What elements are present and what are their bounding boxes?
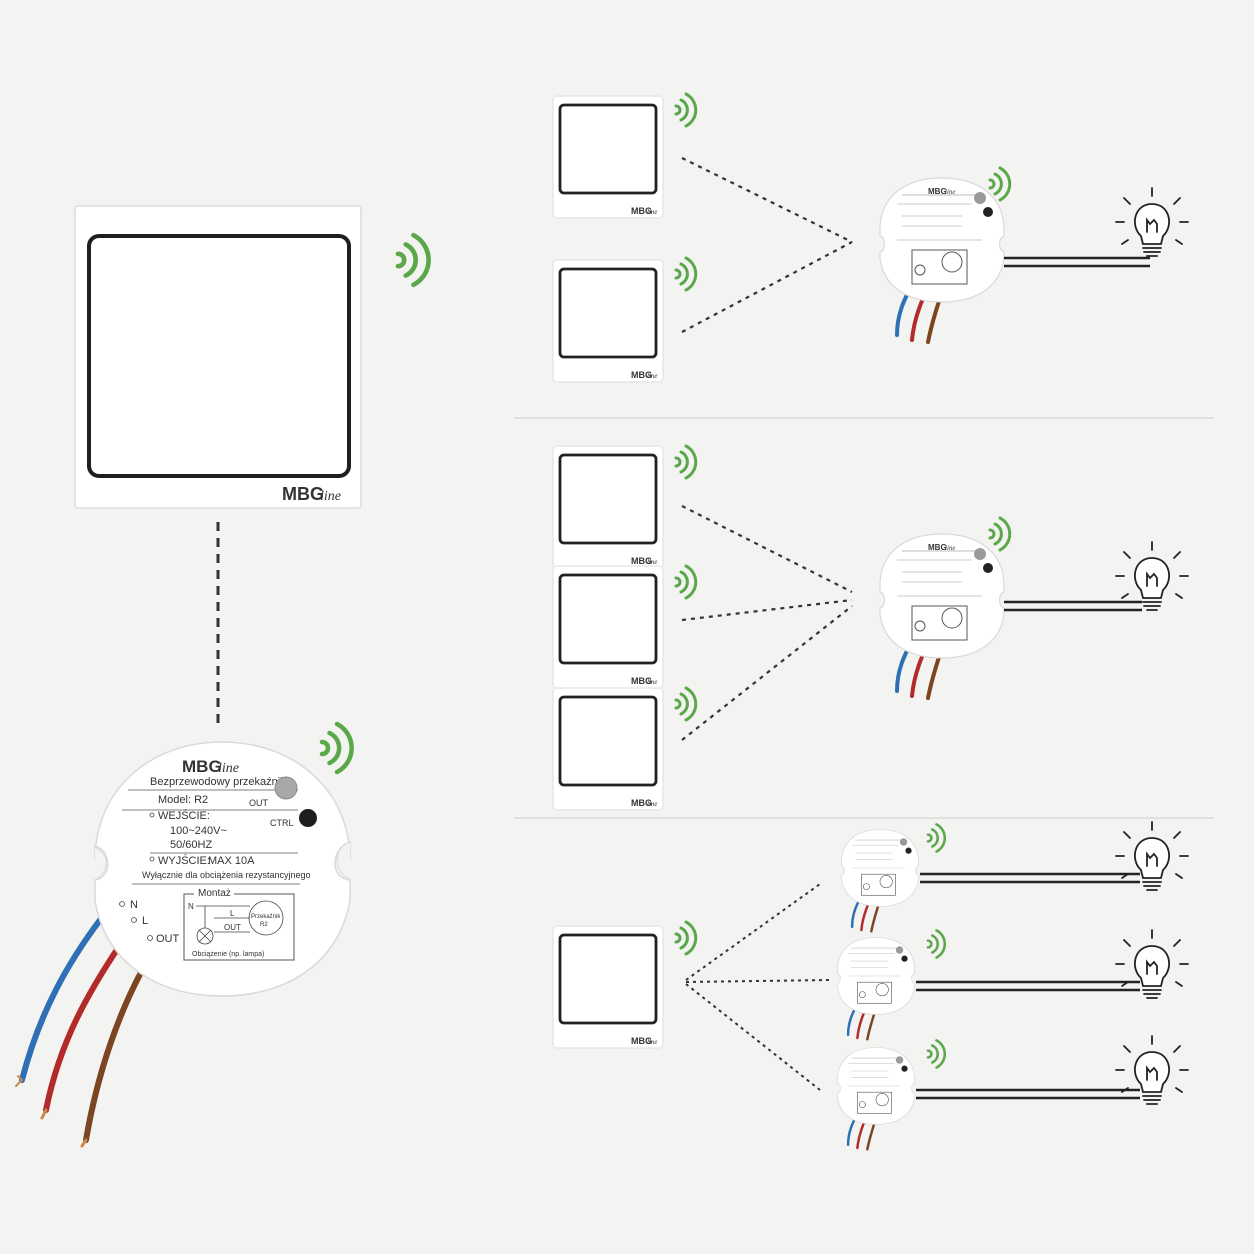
lightbulb-icon [1115, 1035, 1189, 1105]
svg-text:Montaż: Montaż [198, 888, 231, 899]
svg-text:MBG: MBG [631, 370, 652, 380]
wall-switch: MBG line [551, 94, 665, 220]
wall-switch: MBG line [551, 686, 665, 812]
svg-text:MBG: MBG [631, 1036, 652, 1046]
svg-text:line: line [647, 372, 658, 380]
wall-switch: MBG line [551, 924, 665, 1050]
svg-text:line: line [647, 558, 658, 566]
ctrl-label: CTRL [270, 818, 294, 828]
wifi-signal-icon [674, 256, 698, 292]
main-wall-switch: MBG line [74, 205, 362, 509]
svg-text:MBG: MBG [928, 187, 947, 196]
lightbulb-icon [1115, 541, 1189, 611]
input-label: WEJŚCIE: [158, 809, 210, 822]
terminal-l: L [142, 915, 148, 927]
input-voltage: 100~240V~ [170, 825, 227, 837]
svg-text:MBG: MBG [631, 556, 652, 566]
svg-text:line: line [647, 678, 658, 686]
relay-module [836, 936, 916, 1041]
input-frequency: 50/60HZ [170, 839, 212, 851]
wall-switch: MBG line [551, 444, 665, 570]
svg-text:MBG: MBG [631, 206, 652, 216]
terminal-n: N [130, 899, 138, 911]
svg-text:line: line [320, 489, 341, 504]
wall-switch: MBG line [551, 564, 665, 690]
wifi-signal-icon [398, 235, 429, 285]
wifi-signal-icon [926, 929, 947, 959]
scenario-one-switch-three-relays: MBG line [551, 821, 1189, 1151]
svg-text:L: L [230, 909, 235, 918]
wifi-signal-icon [674, 92, 698, 128]
main-relay: MBG line Bezprzewodowy przekaźnik Model:… [15, 741, 351, 1148]
svg-text:Przekaźnik: Przekaźnik [251, 914, 281, 920]
svg-text:line: line [647, 208, 658, 216]
resistive-note: Wyłącznie dla obciążenia rezystancyjnego [142, 870, 311, 880]
relay-module: MBG line [878, 176, 1006, 344]
svg-text:MBG: MBG [182, 757, 222, 776]
wifi-signal-icon [674, 564, 698, 600]
wifi-signal-icon [926, 823, 947, 853]
output-label: WYJŚCIE: [158, 854, 210, 867]
svg-text:line: line [945, 188, 956, 196]
svg-text:OUT: OUT [224, 923, 241, 932]
relay-module [836, 1046, 916, 1151]
relay-logo: MBG line [182, 757, 239, 776]
wifi-signal-icon [674, 920, 698, 956]
ctrl-button [299, 809, 317, 827]
wifi-signal-icon [674, 686, 698, 722]
wifi-signal-icon [322, 724, 352, 772]
out-led [274, 776, 298, 800]
lightbulb-icon [1115, 187, 1189, 257]
relay-wires [15, 917, 148, 1148]
svg-text:line: line [218, 761, 239, 776]
svg-text:line: line [945, 544, 956, 552]
wall-switch: MBG line [551, 258, 665, 384]
output-value: MAX 10A [208, 855, 255, 867]
svg-text:MBG: MBG [631, 676, 652, 686]
lightbulb-icon [1115, 821, 1189, 891]
svg-text:N: N [188, 902, 194, 911]
scenario-two-switches-one-relay: MBG line MBG line MBG line [551, 92, 1189, 384]
relay-model: Model: R2 [158, 794, 208, 806]
brand-logo: MBG line [282, 484, 341, 504]
scenario-three-switches-one-relay: MBG line MBG line MBG line MBG line [551, 444, 1189, 812]
relay-module: MBG line [878, 532, 1006, 700]
wifi-signal-icon [926, 1039, 947, 1069]
mounting-diagram: Montaż N L OUT Przekaźnik R2 Obciążenie … [183, 888, 295, 961]
lightbulb-icon [1115, 929, 1189, 999]
wifi-signal-icon [988, 516, 1012, 552]
svg-text:line: line [647, 1038, 658, 1046]
svg-text:R2: R2 [260, 922, 268, 928]
wifi-signal-icon [988, 166, 1012, 202]
svg-text:MBG: MBG [282, 484, 324, 504]
svg-text:Obciążenie (np. lampa): Obciążenie (np. lampa) [192, 951, 264, 958]
relay-module [840, 828, 920, 933]
out-label: OUT [249, 798, 269, 808]
svg-text:MBG: MBG [928, 543, 947, 552]
wifi-signal-icon [674, 444, 698, 480]
relay-title: Bezprzewodowy przekaźnik [150, 776, 286, 788]
svg-text:line: line [647, 800, 658, 808]
terminal-out: OUT [156, 933, 180, 945]
svg-text:MBG: MBG [631, 798, 652, 808]
